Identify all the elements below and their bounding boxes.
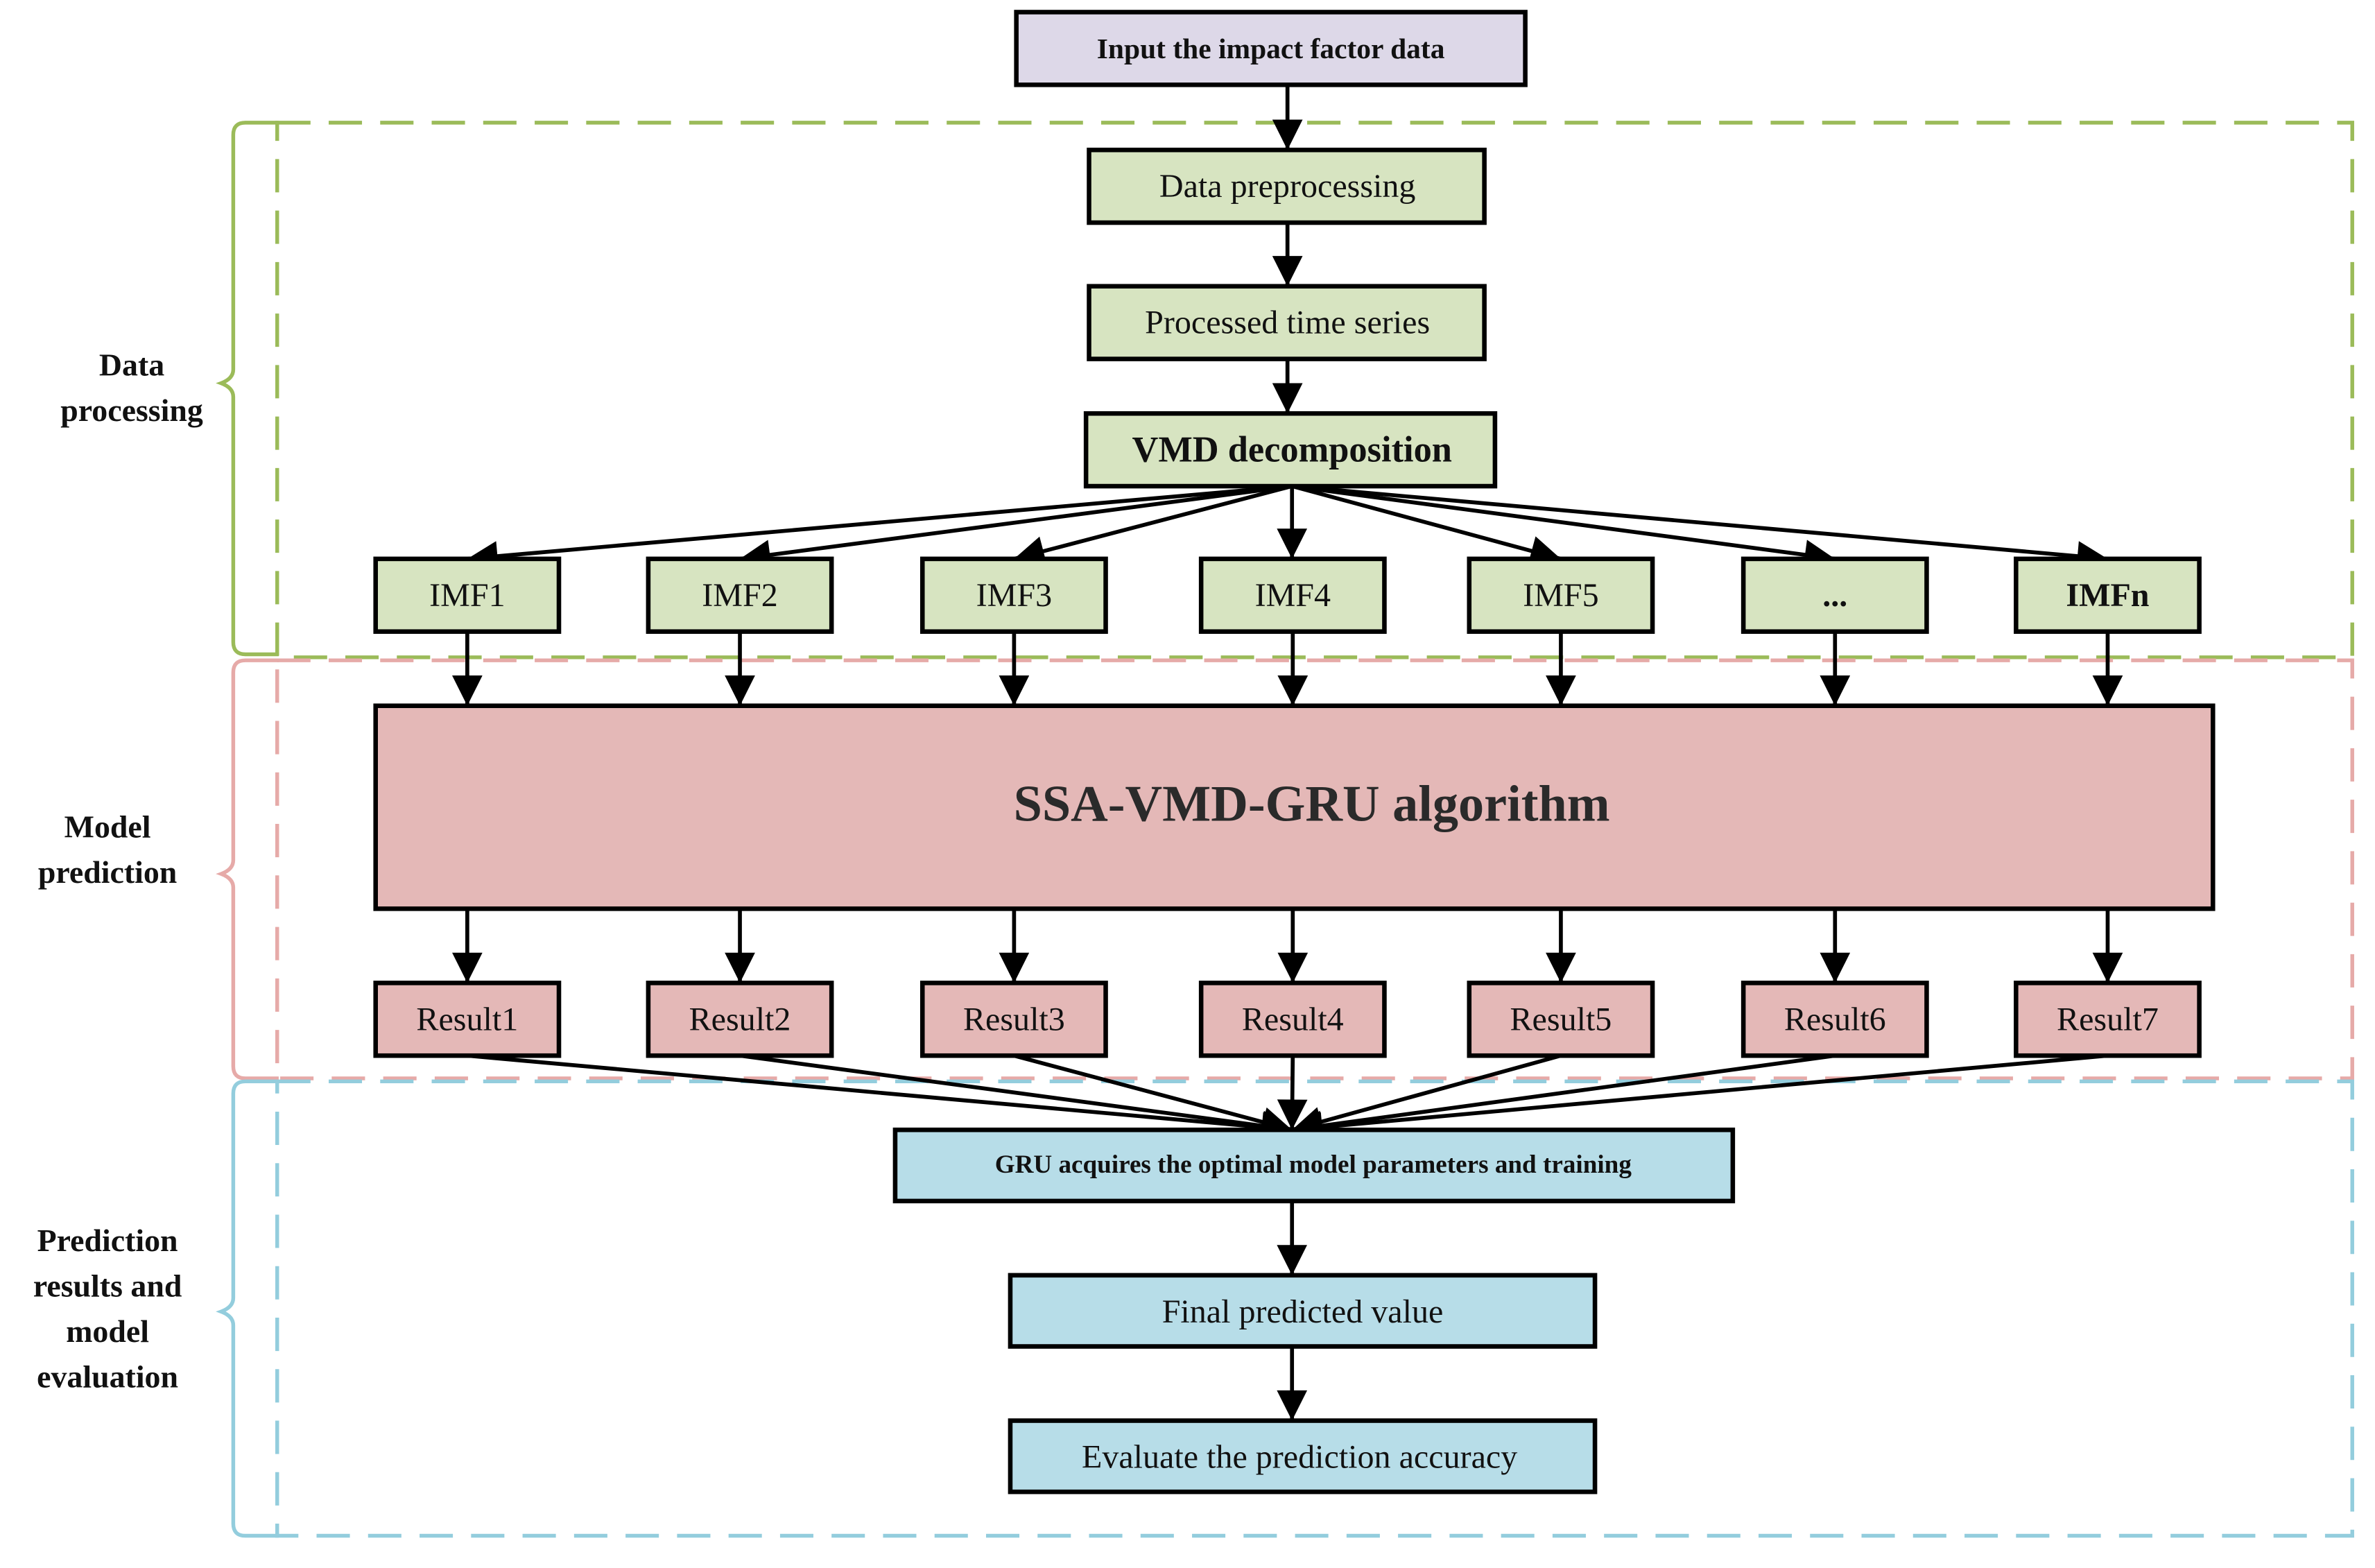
result-node-3-label: Result3 [963,1001,1065,1037]
result-node-5[interactable]: Result5 [1467,981,1655,1058]
input-label: Input the impact factor data [1097,33,1445,64]
imf-node-6-label: ... [1822,577,1847,614]
result-node-1[interactable]: Result1 [373,981,562,1058]
arrow-8 [739,484,1293,570]
arrow-19 [1277,1056,1308,1130]
gru-training-node[interactable]: GRU acquires the optimal model parameter… [892,1127,1736,1204]
result-node-2-label: Result2 [689,1001,791,1037]
preprocessing-label: Data preprocessing [1159,168,1416,205]
arrow-4 [467,484,1293,571]
imf-node-4[interactable]: IMF4 [1198,556,1387,634]
result-node-4[interactable]: Result4 [1198,981,1387,1058]
arrow-23 [1291,1053,1562,1137]
input-node[interactable]: Input the impact factor data [1014,10,1528,87]
accuracy-node[interactable]: Evaluate the prediction accuracy [1008,1418,1598,1494]
data-processing-frame [275,121,2354,660]
model-prediction-brace [216,658,279,1080]
result-node-5-label: Result5 [1510,1001,1612,1037]
result-node-7-label: Result7 [2057,1001,2159,1037]
imf-node-3-label: IMF3 [976,577,1052,614]
imf-node-7[interactable]: IMFn [2014,556,2202,634]
arrow-31 [1291,1053,2108,1143]
arrow-28 [1291,484,2108,571]
imf-node-3[interactable]: IMF3 [919,556,1108,634]
algorithm-node[interactable]: SSA-VMD-GRU algorithm [373,703,2216,911]
arrow-15 [1013,1053,1293,1137]
preprocessing-node[interactable]: Data preprocessing [1087,147,1487,225]
imf-node-5-label: IMF5 [1523,577,1598,614]
accuracy-label: Evaluate the prediction accuracy [1082,1438,1517,1475]
result-node-6[interactable]: Result6 [1741,981,1929,1058]
arrow-11 [739,1053,1293,1141]
data-processing-brace [216,121,279,657]
arrow-20 [1291,484,1562,566]
connector-arrows [452,85,2123,1421]
vmd-label: VMD decomposition [1132,430,1451,470]
algorithm-label: SSA-VMD-GRU algorithm [1014,776,1610,833]
processed-series-label: Processed time series [1145,304,1430,341]
final-value-label: Final predicted value [1162,1293,1444,1330]
imf-node-5[interactable]: IMF5 [1467,556,1655,634]
arrow-12 [1013,484,1293,566]
result-node-1-label: Result1 [416,1001,518,1037]
model-prediction-frame [275,658,2354,1080]
result-node-2[interactable]: Result2 [646,981,834,1058]
arrow-7 [467,1053,1293,1143]
imf-node-7-label: IMFn [2066,577,2149,614]
vmd-node[interactable]: VMD decomposition [1083,411,1498,489]
result-node-3[interactable]: Result3 [919,981,1108,1058]
gru-training-label: GRU acquires the optimal model parameter… [995,1151,1632,1179]
evaluation-brace [216,1079,279,1538]
evaluation-frame [275,1079,2354,1538]
result-node-4-label: Result4 [1242,1001,1344,1037]
imf-node-1-label: IMF1 [429,577,505,614]
result-node-7[interactable]: Result7 [2014,981,2202,1058]
arrow-24 [1291,484,1836,570]
result-node-6-label: Result6 [1784,1001,1886,1037]
final-value-node[interactable]: Final predicted value [1008,1273,1598,1349]
imf-node-6[interactable]: ... [1741,556,1929,634]
arrow-27 [1291,1053,1836,1141]
imf-node-4-label: IMF4 [1255,577,1331,614]
imf-node-1[interactable]: IMF1 [373,556,562,634]
imf-node-2-label: IMF2 [702,577,777,614]
imf-node-2[interactable]: IMF2 [646,556,834,634]
processed-series-node[interactable]: Processed time series [1087,284,1487,361]
